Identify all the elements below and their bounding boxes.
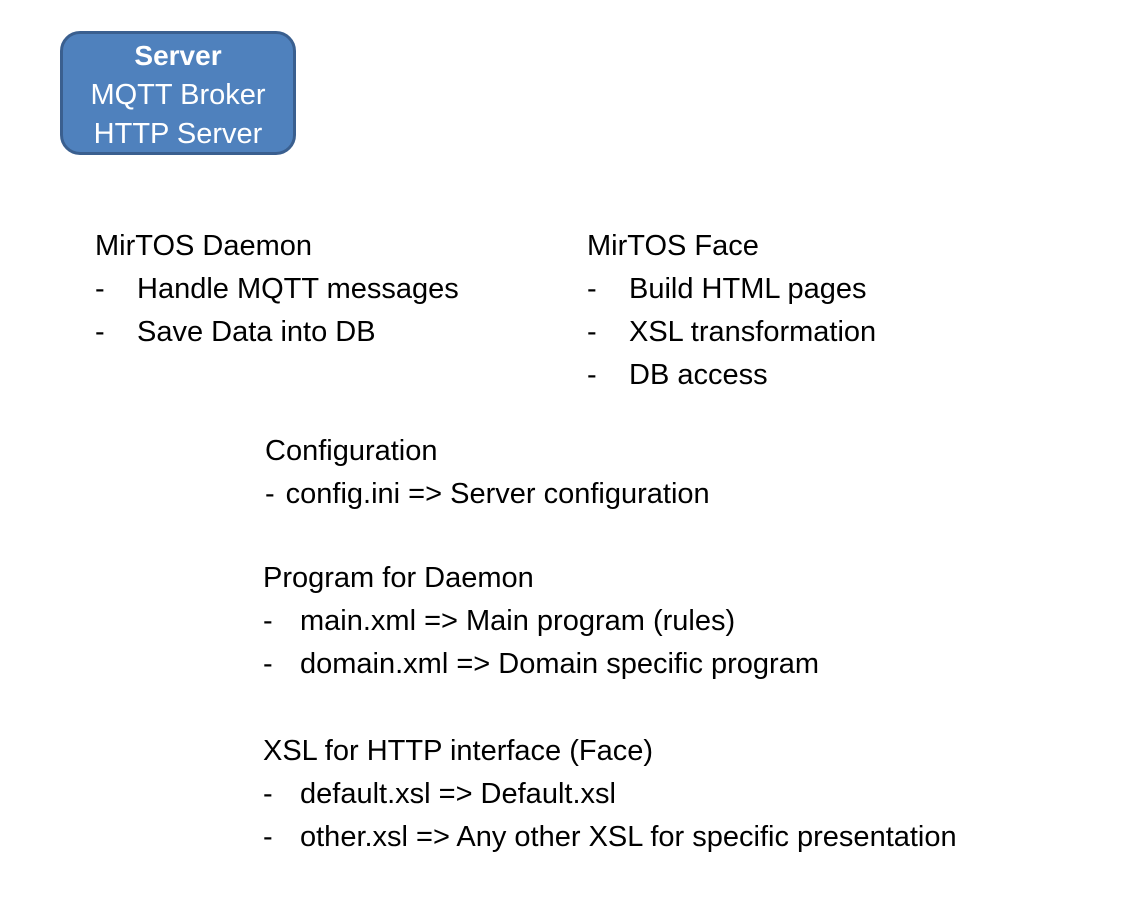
server-box-line-http: HTTP Server: [93, 118, 263, 150]
list-item-text: other.xsl => Any other XSL for specific …: [300, 821, 957, 853]
list-item: - domain.xml => Domain specific program: [263, 643, 819, 686]
list-item: - main.xml => Main program (rules): [263, 600, 819, 643]
list-item: - default.xsl => Default.xsl: [263, 773, 957, 816]
bullet-dash: -: [587, 316, 597, 348]
list-item-text: main.xml => Main program (rules): [300, 605, 736, 637]
list-item: - DB access: [587, 354, 876, 397]
list-item-text: Save Data into DB: [137, 316, 376, 348]
server-box-line-mqtt: MQTT Broker: [90, 79, 266, 111]
section-configuration: Configuration - config.ini => Server con…: [265, 430, 710, 516]
list-item: - Save Data into DB: [95, 311, 459, 354]
bullet-dash: -: [587, 359, 597, 391]
list-item-text: Handle MQTT messages: [137, 273, 459, 305]
section-heading: Configuration: [265, 435, 438, 467]
bullet-dash: -: [95, 273, 105, 305]
bullet-dash: -: [263, 778, 273, 810]
section-program-for-daemon: Program for Daemon - main.xml => Main pr…: [263, 557, 819, 686]
bullet-dash: -: [263, 821, 273, 853]
list-item: - Build HTML pages: [587, 268, 876, 311]
list-item-text: Build HTML pages: [629, 273, 867, 305]
server-box-title: Server: [134, 40, 222, 71]
section-heading: XSL for HTTP interface (Face): [263, 735, 654, 767]
section-heading: MirTOS Daemon: [95, 230, 313, 262]
section-mirtos-daemon: MirTOS Daemon - Handle MQTT messages - S…: [95, 225, 459, 354]
bullet-dash: -: [263, 648, 273, 680]
section-xsl-for-http-interface: XSL for HTTP interface (Face) - default.…: [263, 730, 957, 859]
section-mirtos-face: MirTOS Face - Build HTML pages - XSL tra…: [587, 225, 876, 397]
list-item-text: XSL transformation: [629, 316, 877, 348]
list-item-text: default.xsl => Default.xsl: [300, 778, 616, 810]
list-item: - other.xsl => Any other XSL for specifi…: [263, 816, 957, 859]
list-item-text: domain.xml => Domain specific program: [300, 648, 819, 680]
list-item: - config.ini => Server configuration: [265, 473, 710, 516]
list-item: - XSL transformation: [587, 311, 876, 354]
bullet-dash: -: [265, 478, 275, 510]
bullet-dash: -: [263, 605, 273, 637]
section-heading: Program for Daemon: [263, 562, 534, 594]
list-item: - Handle MQTT messages: [95, 268, 459, 311]
section-heading: MirTOS Face: [587, 230, 759, 262]
server-box: Server MQTT Broker HTTP Server: [60, 31, 296, 155]
bullet-dash: -: [95, 316, 105, 348]
bullet-dash: -: [587, 273, 597, 305]
list-item-text: DB access: [629, 359, 768, 391]
list-item-text: config.ini => Server configuration: [285, 478, 710, 510]
